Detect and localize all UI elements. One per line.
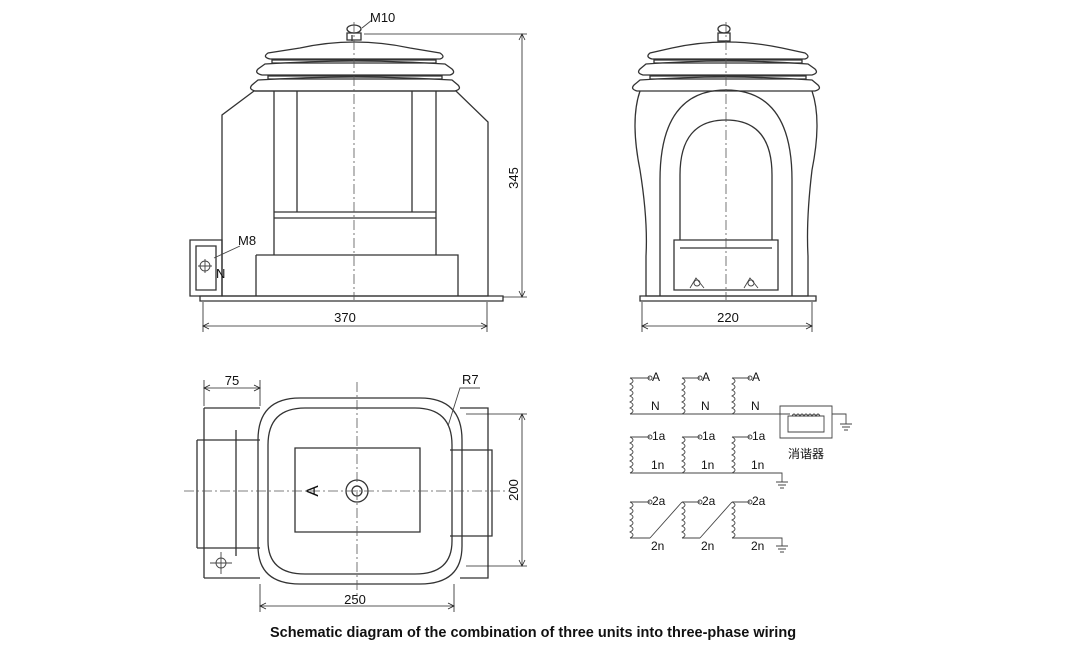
damper-label: 消谐器 (788, 447, 824, 461)
secondary-1-windings: 1a 1a 1a 1n 1n 1n (628, 429, 788, 489)
primary-a-3: A (752, 370, 760, 384)
sec2-a-1: 2a (652, 494, 666, 508)
sec2-n-1: 2n (651, 539, 664, 553)
primary-a-1: A (652, 370, 660, 384)
secondary-2-windings: 2a 2a 2a 2n 2n 2n (628, 494, 788, 553)
side-width-dim-label: 220 (717, 310, 739, 325)
sec2-n-3: 2n (751, 539, 764, 553)
sec1-n-2: 1n (701, 458, 714, 472)
sec1-a-2: 1a (702, 429, 716, 443)
side-view: 220 (631, 22, 821, 332)
sec2-n-2: 2n (701, 539, 714, 553)
top-view: A 75 R7 200 250 (184, 372, 527, 612)
height-dim-label: 345 (506, 167, 521, 189)
primary-windings: A A A N N N (628, 370, 790, 415)
thread-side-label: M8 (238, 233, 256, 248)
body-dim-label: 250 (344, 592, 366, 607)
flange-dim-label: 75 (225, 373, 239, 388)
terminal-a-label: A (303, 485, 322, 497)
sec2-a-2: 2a (702, 494, 716, 508)
radius-label: R7 (462, 372, 479, 387)
sec1-n-3: 1n (751, 458, 764, 472)
wiring-diagram: A A A N N N 消谐器 1a 1a (628, 370, 852, 553)
thread-top-label: M10 (370, 10, 395, 25)
diagram-caption: Schematic diagram of the combination of … (269, 625, 797, 641)
sec1-a-3: 1a (752, 429, 766, 443)
primary-n-2: N (701, 399, 710, 413)
sec1-n-1: 1n (651, 458, 664, 472)
terminal-n-label: N (216, 266, 225, 281)
sec1-a-1: 1a (652, 429, 666, 443)
primary-a-2: A (702, 370, 710, 384)
sec2-a-3: 2a (752, 494, 766, 508)
front-view: M8 N M10 345 370 (189, 10, 527, 332)
damper-device: 消谐器 (779, 405, 852, 461)
depth-dim-label: 200 (506, 479, 521, 501)
primary-n-3: N (751, 399, 760, 413)
primary-n-1: N (651, 399, 660, 413)
width-dim-label: 370 (334, 310, 356, 325)
